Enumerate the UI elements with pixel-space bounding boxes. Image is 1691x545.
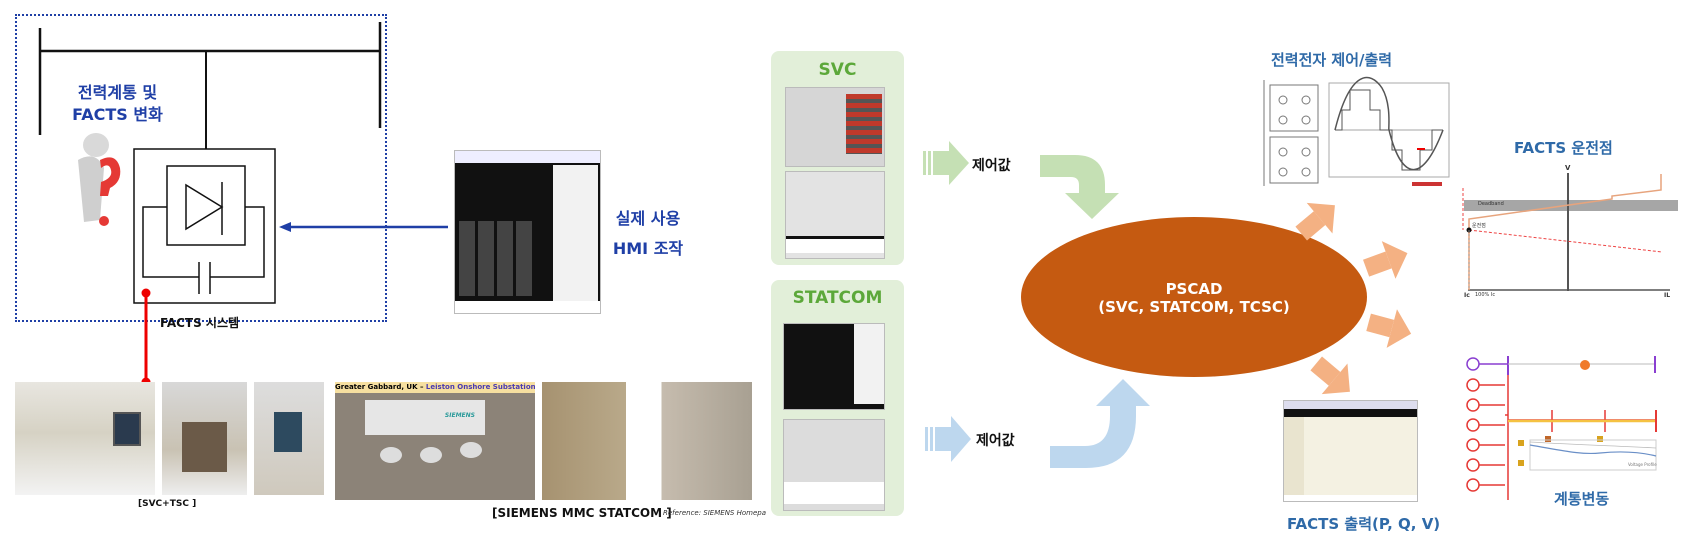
power-electronics-title: 전력전자 제어/출력 xyxy=(1271,51,1393,69)
statcom-hmi-screen-2 xyxy=(783,419,885,511)
op-point-label: 운전점 xyxy=(1472,223,1486,229)
blue-input-arrow xyxy=(925,416,971,462)
control-value-top: 제어값 xyxy=(972,158,1011,174)
facts-system-label: FACTS 시스템 xyxy=(160,316,240,330)
v-axis-label: V xyxy=(1565,164,1571,172)
hmi-label: 실제 사용 HMI 조작 xyxy=(612,209,684,258)
siemens-logo: SIEMENS xyxy=(444,412,475,419)
output-arrow-upper xyxy=(1363,241,1408,279)
fault-icon xyxy=(1580,360,1590,370)
grid-change-title: 전력계통 및 FACTS 변화 xyxy=(72,83,163,124)
facts-device-box xyxy=(133,148,276,304)
svc-card: SVC xyxy=(771,51,904,265)
grid-change-title-right: 계통변동 xyxy=(1554,490,1610,508)
thyristor-box xyxy=(166,165,246,246)
svc-hmi-screen-1 xyxy=(785,87,885,167)
svc-card-title: SVC xyxy=(818,60,857,80)
svc-hmi-screen-2 xyxy=(785,171,885,259)
green-curved-arrow xyxy=(1040,155,1119,219)
banner-prefix: Greater Gabbard, UK – xyxy=(335,383,426,391)
thyristor-symbol xyxy=(185,183,224,231)
sine-wave xyxy=(1334,76,1444,171)
brand-mark xyxy=(1412,182,1442,186)
banner-name: Leiston Onshore Substation xyxy=(425,383,535,391)
svc-tsc-caption: [SVC+TSC ] xyxy=(138,499,197,509)
svc-corridor-photo xyxy=(15,382,155,495)
load-line xyxy=(1468,229,1663,253)
statcom-hmi-screen-1 xyxy=(783,323,885,410)
capacitor-loop xyxy=(142,206,199,278)
statcom-card-title: STATCOM xyxy=(792,288,883,308)
voltage-profile-curve xyxy=(1529,444,1657,457)
grid-diagram-frame xyxy=(15,14,387,322)
pscad-label: PSCAD (SVC, STATCOM, TCSC) xyxy=(1098,280,1290,316)
output-arrow-bottom xyxy=(1310,356,1350,395)
ic-axis-label: Ic xyxy=(1464,292,1470,299)
mmc-valve-hall-photo xyxy=(542,382,752,500)
tick-100-label: 100% Ic xyxy=(1475,292,1496,298)
facts-output-title: FACTS 출력(P, Q, V) xyxy=(1287,515,1441,533)
voltage-profile-label: Voltage Profile xyxy=(1628,462,1657,467)
svc-cabinet-photo-2 xyxy=(254,382,324,495)
voltage-profile-box xyxy=(1529,439,1657,471)
sine-plot-frame xyxy=(1328,82,1450,178)
pscad-ellipse xyxy=(1021,217,1367,377)
output-arrow-top xyxy=(1295,202,1335,241)
il-axis-label: IL xyxy=(1664,292,1671,299)
green-input-arrow xyxy=(923,141,969,185)
operating-point-title: FACTS 운전점 xyxy=(1514,139,1613,157)
statcom-card: STATCOM xyxy=(771,280,904,516)
generator-icon xyxy=(1466,357,1480,371)
siemens-reference: Reference: SIEMENS Homepa xyxy=(663,509,767,517)
siemens-statcom-caption: [SIEMENS MMC STATCOM ] xyxy=(492,506,672,520)
svc-cabinet-photo-1 xyxy=(162,382,247,495)
hmi-screenshot xyxy=(454,150,601,314)
facts-output-screenshot xyxy=(1283,400,1418,502)
blue-curved-arrow xyxy=(1050,379,1150,468)
deadband-band xyxy=(1464,200,1678,211)
leiston-substation-photo: Greater Gabbard, UK – Leiston Onshore Su… xyxy=(335,382,535,500)
converter-cell-lower xyxy=(1269,136,1319,184)
control-value-bottom: 제어값 xyxy=(976,433,1015,449)
deadband-label: Deadband xyxy=(1478,201,1504,207)
output-arrow-lower xyxy=(1366,309,1412,348)
converter-cell-upper xyxy=(1269,84,1319,132)
